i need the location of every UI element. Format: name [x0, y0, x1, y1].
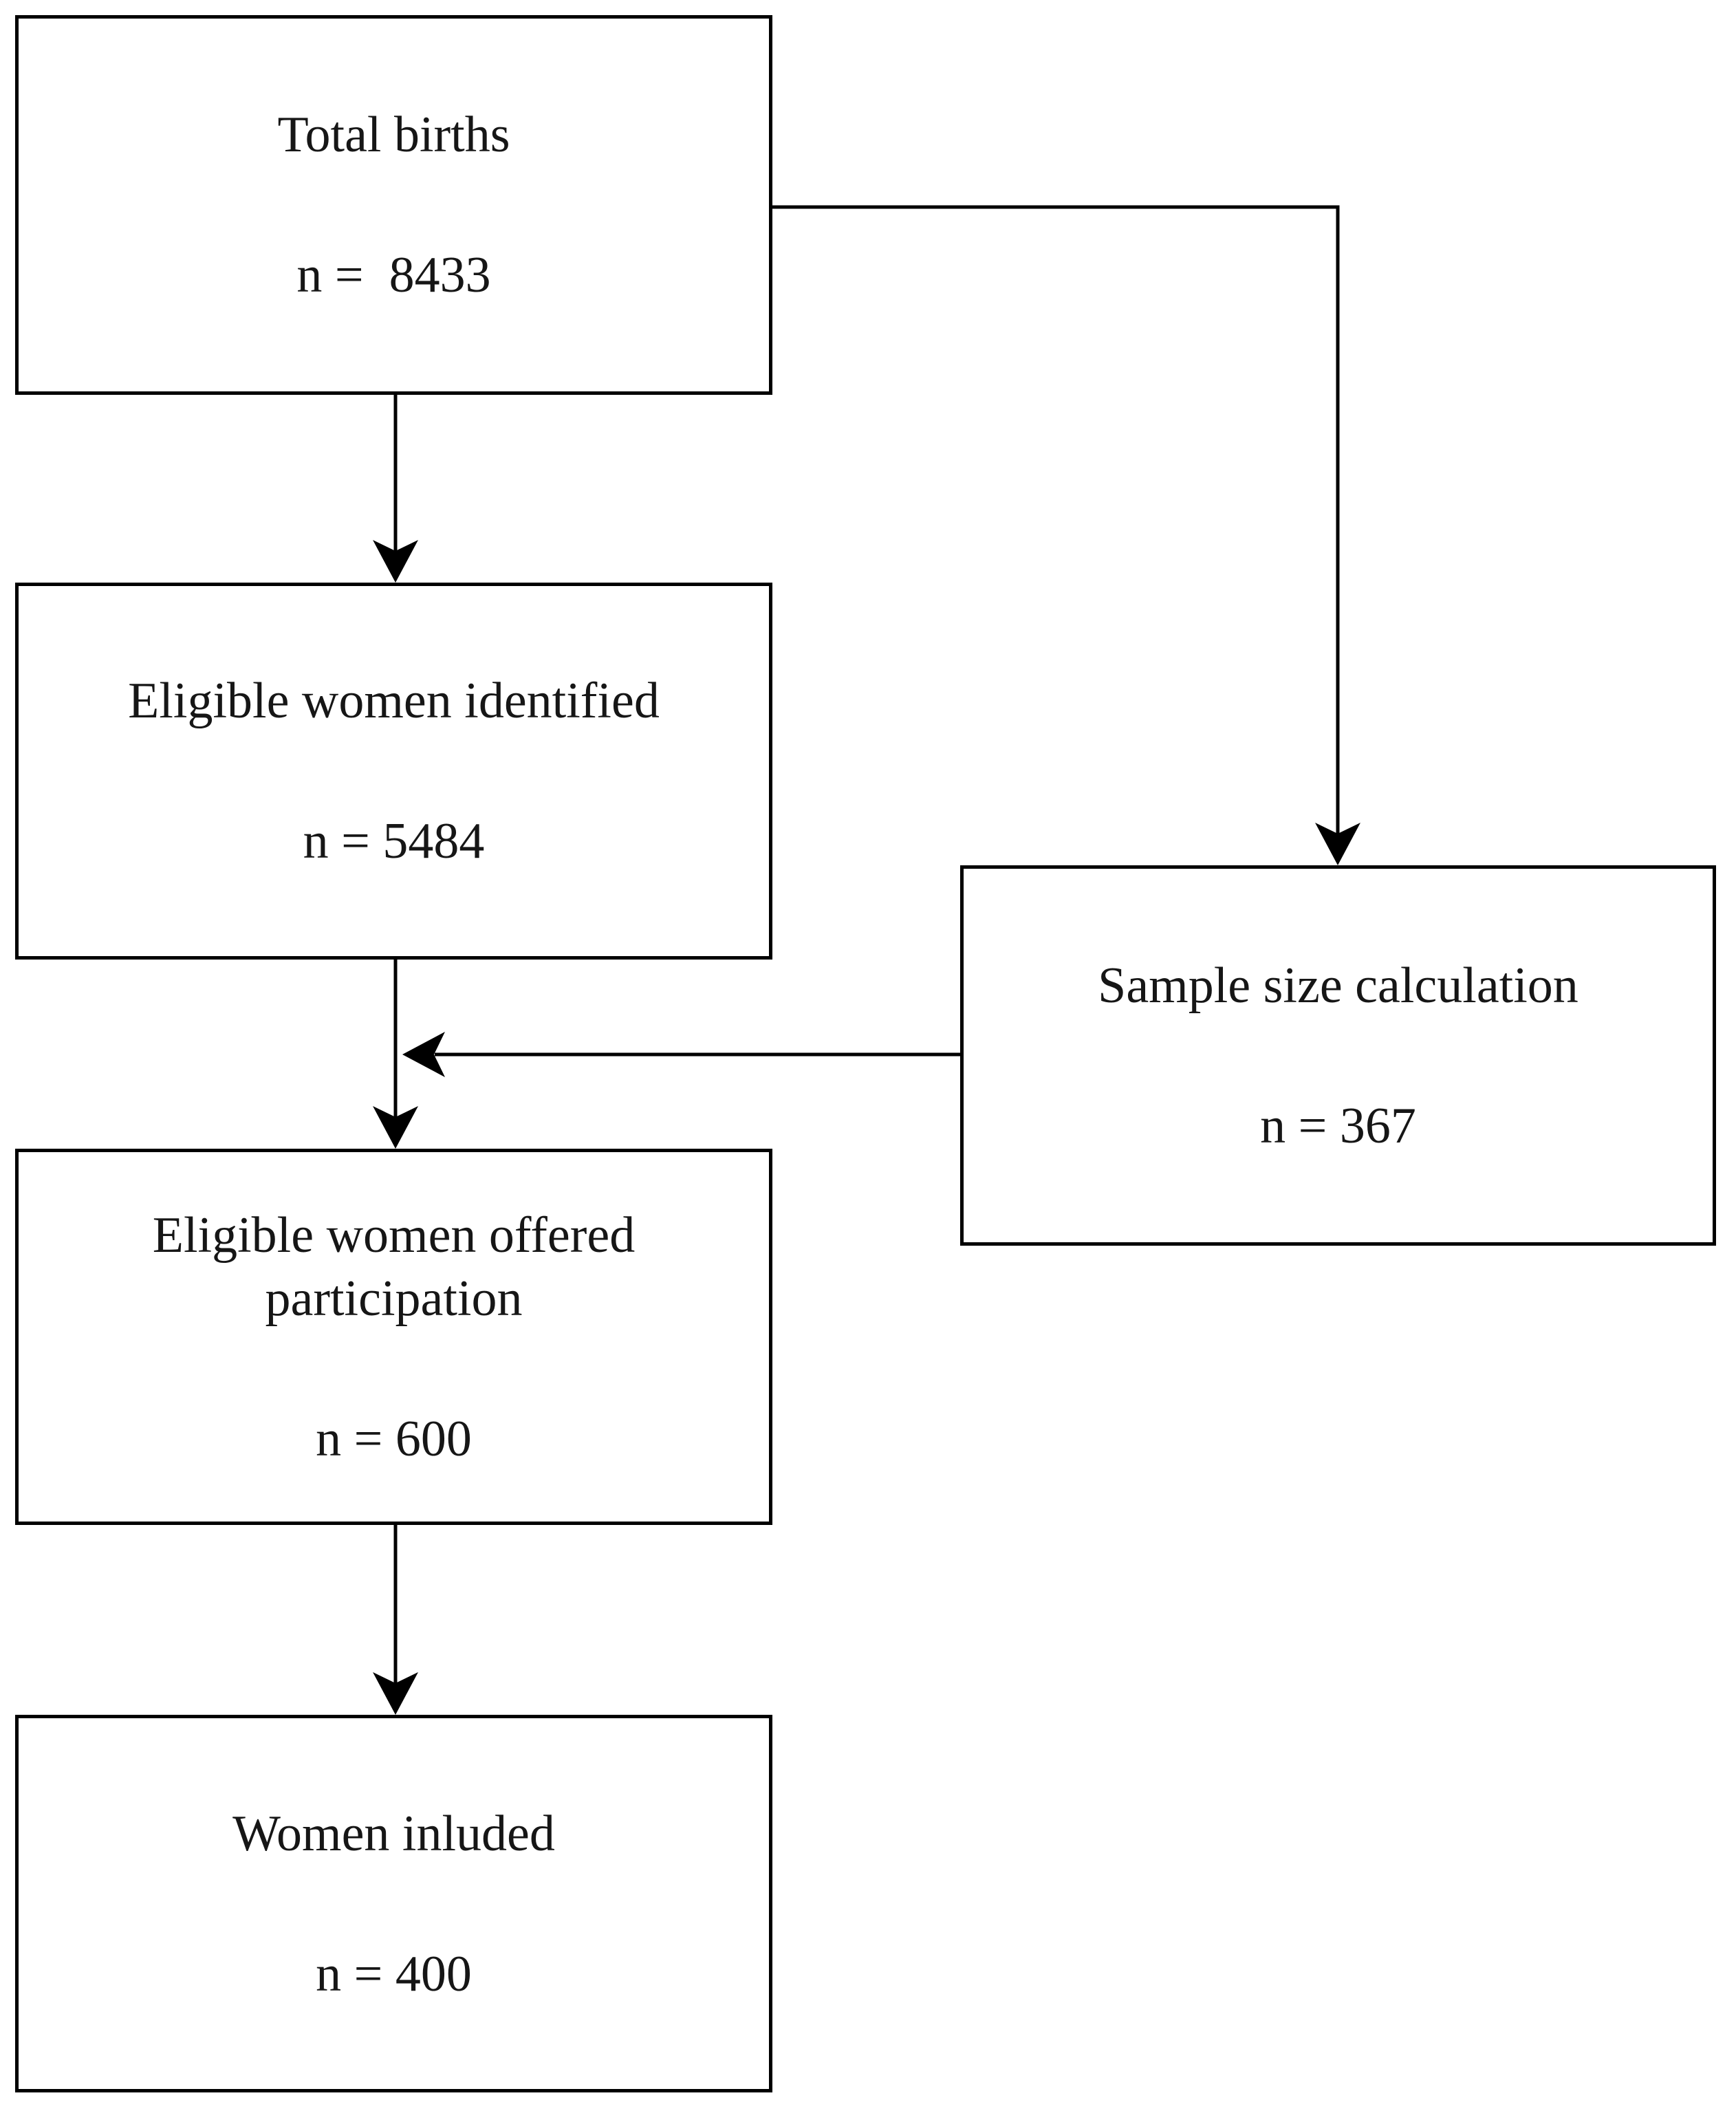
box-title: Total births — [277, 107, 510, 163]
box-title: Sample size calculation — [1098, 957, 1578, 1014]
flow-box-sample-size-calculation: Sample size calculation n = 367 — [960, 865, 1716, 1246]
box-title: Eligible women identified — [128, 673, 660, 729]
flow-box-eligible-women-identified: Eligible women identified n = 5484 — [15, 583, 772, 960]
box-n-value: n = 367 — [1260, 1097, 1416, 1154]
arrowhead-down-women-included — [373, 1672, 418, 1715]
connector-total-births-to-sample-size — [772, 205, 1340, 834]
box-n-value: n = 400 — [316, 1945, 472, 2002]
box-n-value: n = 5484 — [303, 813, 485, 869]
arrowhead-left-flow-junction — [402, 1032, 445, 1077]
box-n-value: n = 8433 — [296, 247, 491, 303]
flow-box-total-births: Total births n = 8433 — [15, 15, 772, 395]
box-title: Women inluded — [232, 1805, 555, 1862]
arrowhead-down-eligible-offered — [373, 1106, 418, 1149]
arrowhead-down-eligible-identified — [373, 540, 418, 583]
box-n-value: n = 600 — [316, 1410, 472, 1467]
flow-box-women-included: Women inluded n = 400 — [15, 1715, 772, 2092]
box-title: Eligible women offered participation — [152, 1206, 636, 1327]
flow-box-eligible-women-offered-participation: Eligible women offered participation n =… — [15, 1149, 772, 1525]
arrowhead-down-sample-size — [1315, 823, 1360, 865]
